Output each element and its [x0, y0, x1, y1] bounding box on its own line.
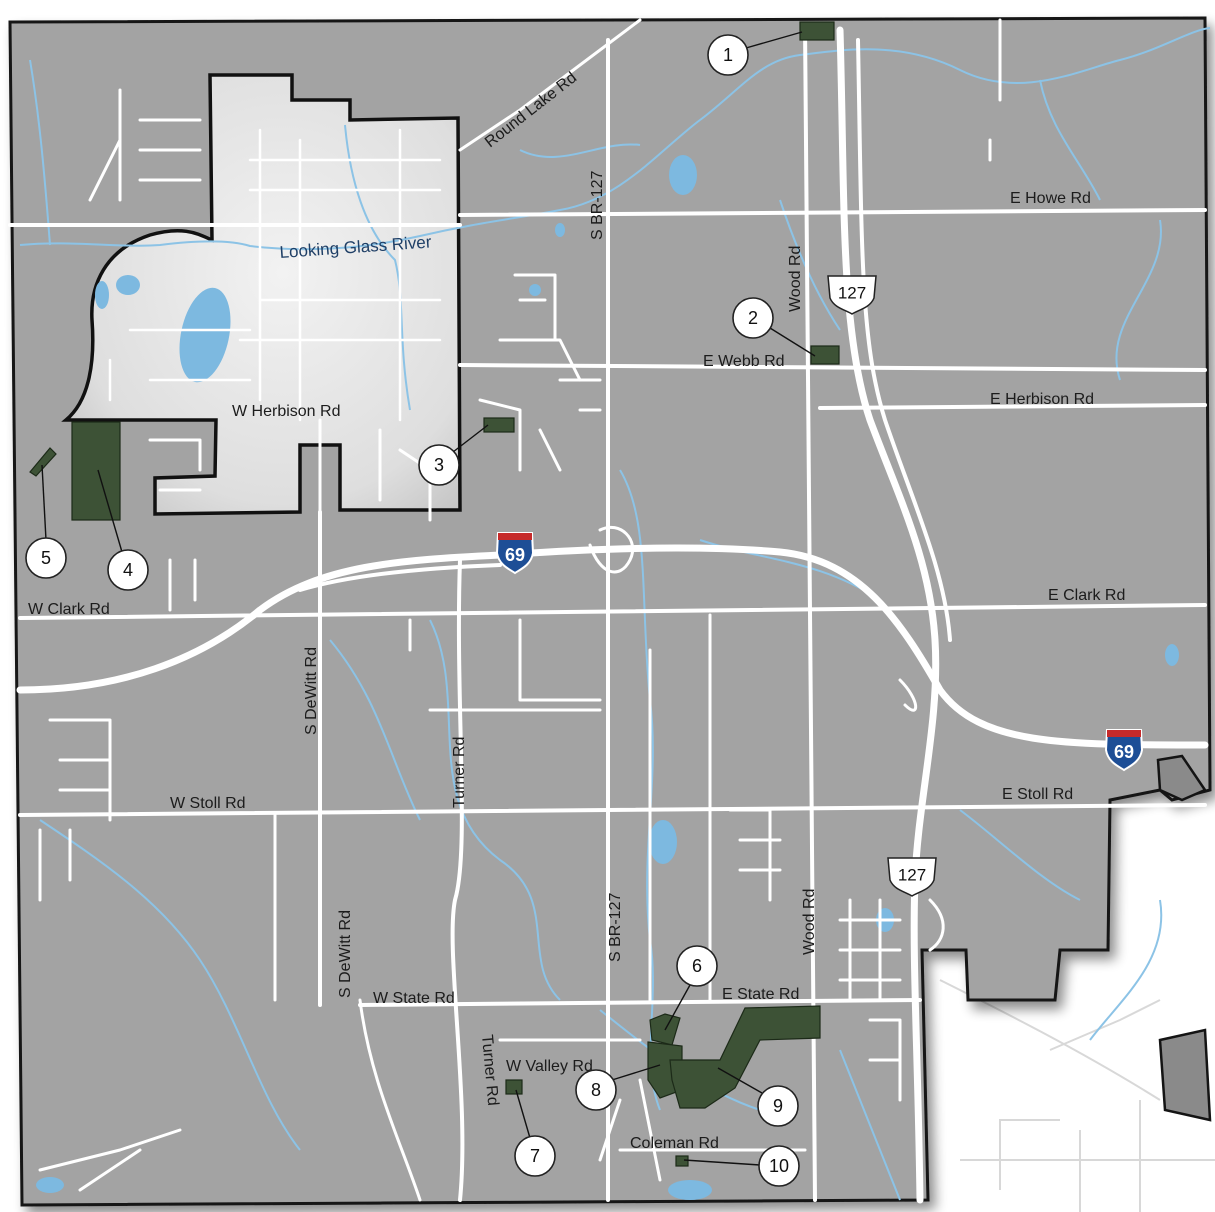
park-2	[810, 345, 840, 365]
label-e-stoll-rd: E Stoll Rd	[1002, 786, 1073, 803]
label-w-state-rd: W State Rd	[373, 990, 455, 1007]
marker-8[interactable]: 8	[575, 1064, 661, 1111]
lakes	[36, 155, 1179, 1200]
roads	[8, 18, 1209, 1204]
park-7	[505, 1079, 523, 1095]
marker-8-label: 8	[591, 1080, 601, 1100]
marker-3[interactable]: 3	[418, 424, 489, 486]
i69-shield-east-text: 69	[1114, 742, 1134, 762]
city-area	[61, 73, 462, 516]
label-w-clark-rd: W Clark Rd	[28, 601, 110, 618]
label-w-stoll-rd: W Stoll Rd	[170, 795, 246, 812]
label-wood-rd-north: Wood Rd	[787, 246, 804, 312]
label-turner-rd-south: Turner Rd	[478, 1034, 501, 1107]
marker-3-label: 3	[434, 455, 444, 475]
label-e-webb-rd: E Webb Rd	[703, 353, 785, 370]
marker-4-label: 4	[123, 560, 133, 580]
marker-5[interactable]: 5	[25, 464, 67, 579]
marker-10[interactable]: 10	[683, 1145, 800, 1187]
parks	[29, 21, 840, 1167]
label-s-dewitt-rd-south: S DeWitt Rd	[337, 910, 354, 998]
marker-2-label: 2	[748, 308, 758, 328]
marker-4[interactable]: 4	[97, 469, 149, 591]
road-labels: Round Lake Rd S BR-127 E Howe Rd Wood Rd…	[28, 69, 1125, 1152]
marker-9-label: 9	[773, 1096, 783, 1116]
label-turner-rd-north: Turner Rd	[451, 737, 468, 808]
us127-shield-south-text: 127	[898, 866, 926, 885]
label-wood-rd-south: Wood Rd	[801, 889, 818, 955]
label-e-howe-rd: E Howe Rd	[1010, 190, 1091, 207]
label-e-herbison-rd: E Herbison Rd	[990, 391, 1094, 408]
neighbor-city-roads	[939, 979, 1215, 1212]
label-w-valley-rd: W Valley Rd	[506, 1058, 593, 1075]
park-10	[675, 1155, 689, 1167]
marker-5-label: 5	[41, 548, 51, 568]
marker-2[interactable]: 2	[732, 297, 816, 357]
marker-6[interactable]: 6	[664, 945, 718, 1031]
marker-7-label: 7	[530, 1146, 540, 1166]
park-5	[29, 447, 57, 477]
i69-shield-west-text: 69	[505, 545, 525, 565]
marker-1[interactable]: 1	[707, 31, 803, 76]
label-e-state-rd: E State Rd	[722, 986, 799, 1003]
east-annex-2	[1158, 1028, 1212, 1122]
i69-shield-west: 69	[495, 532, 535, 575]
marker-1-label: 1	[723, 45, 733, 65]
label-s-br127-north: S BR-127	[589, 171, 606, 240]
marker-7[interactable]: 7	[514, 1089, 556, 1177]
east-annex	[1156, 754, 1207, 802]
us127-shield-north: 127	[827, 275, 877, 315]
label-w-herbison-rd: W Herbison Rd	[232, 403, 340, 420]
park-1	[799, 21, 835, 41]
label-s-br127-south: S BR-127	[607, 893, 624, 962]
park-9	[669, 1005, 821, 1109]
label-e-clark-rd: E Clark Rd	[1048, 587, 1125, 604]
marker-10-label: 10	[769, 1156, 789, 1176]
us127-shield-south: 127	[887, 857, 937, 897]
park-4	[71, 421, 121, 521]
us127-shield-north-text: 127	[838, 284, 866, 303]
label-coleman-rd: Coleman Rd	[630, 1135, 719, 1152]
i69-shield-east: 69	[1104, 729, 1144, 772]
park-3	[483, 417, 515, 433]
marker-6-label: 6	[692, 956, 702, 976]
site-markers: 1 2 3 4 5 6 7	[25, 31, 816, 1187]
marker-9[interactable]: 9	[717, 1067, 799, 1127]
label-s-dewitt-rd-north: S DeWitt Rd	[303, 647, 320, 735]
